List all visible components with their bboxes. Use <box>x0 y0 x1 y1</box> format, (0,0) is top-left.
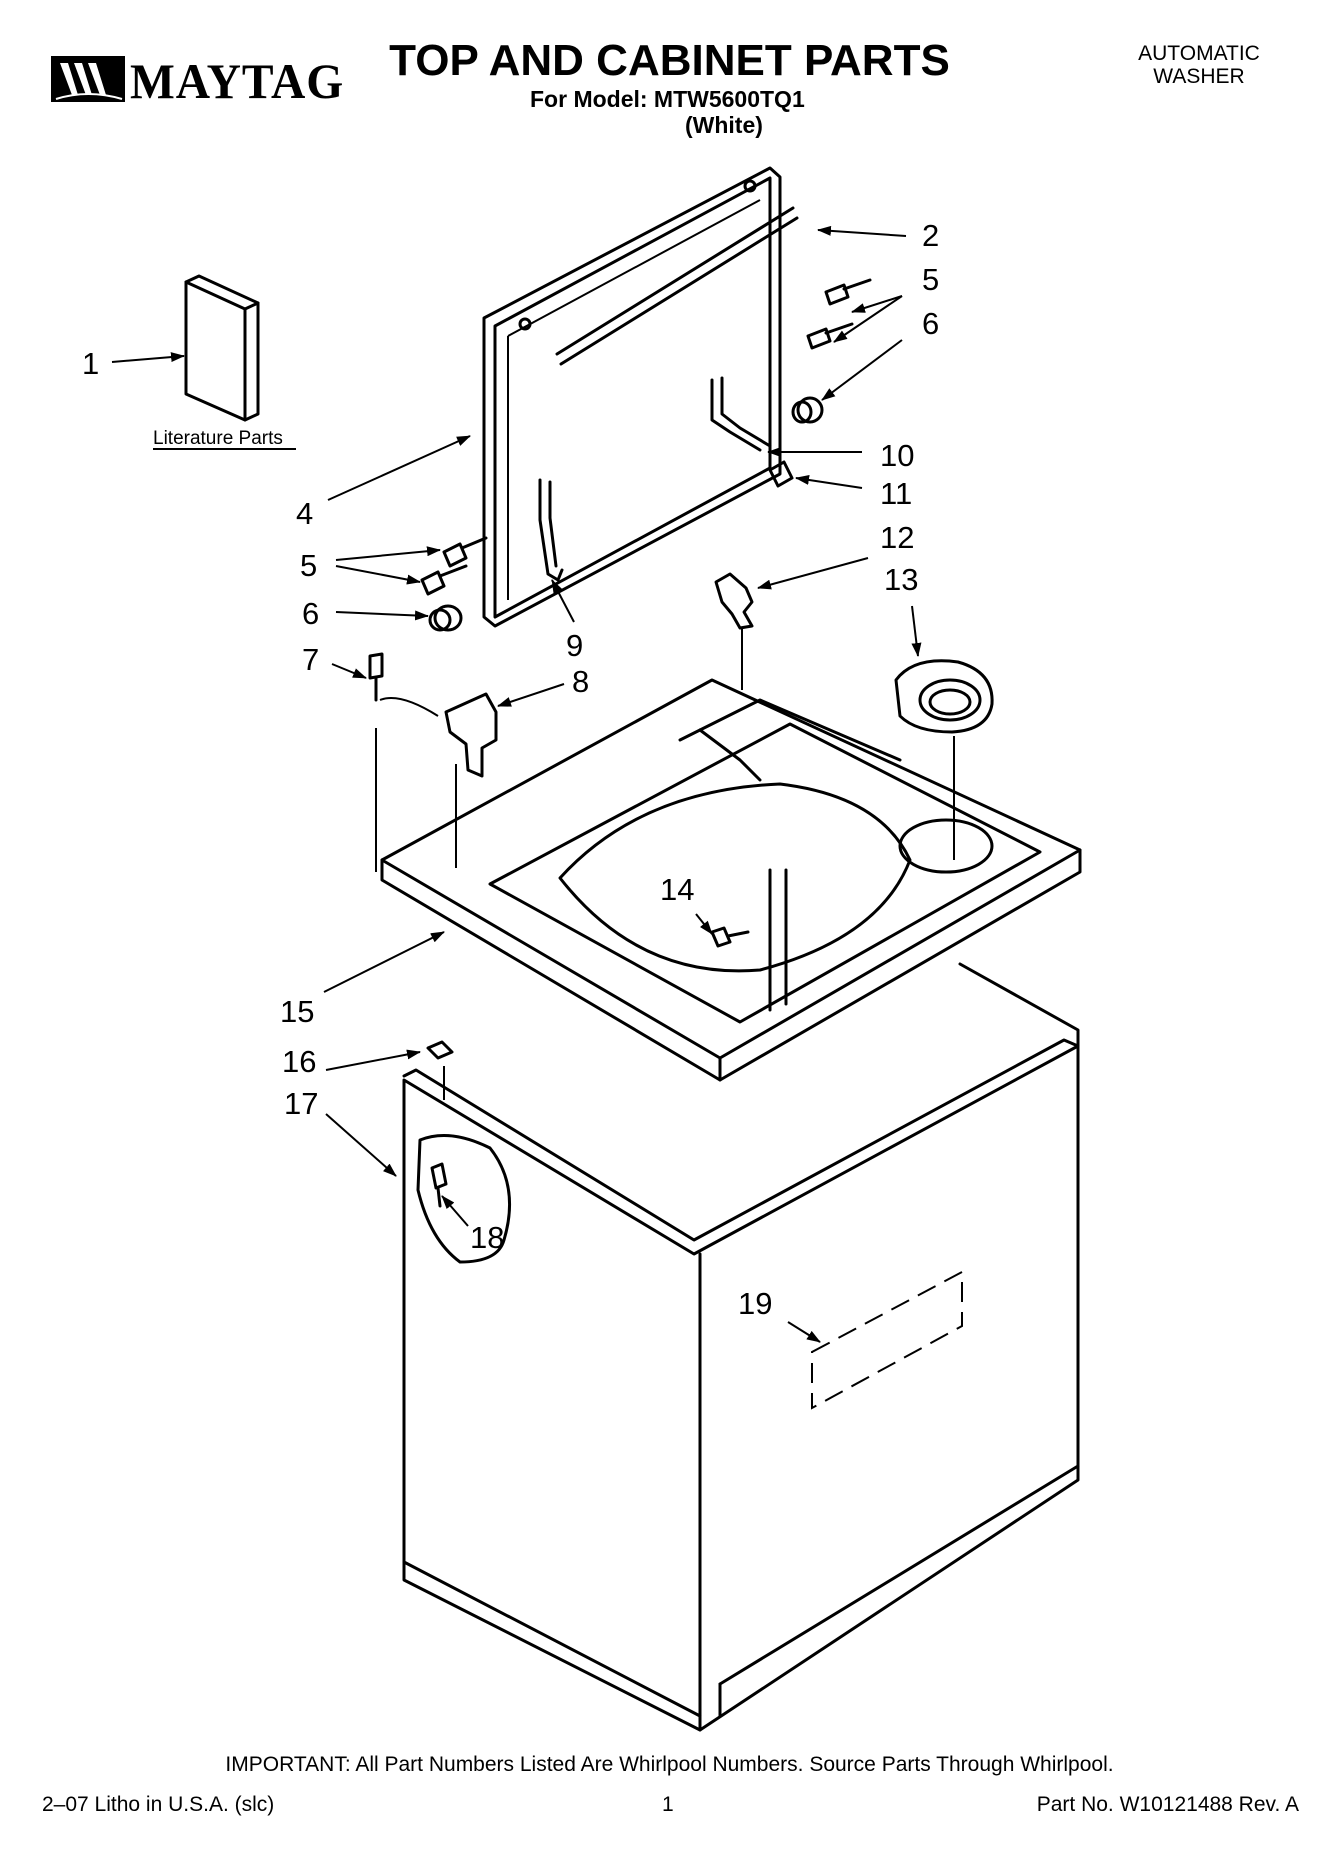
cabinet-clip <box>426 1040 454 1060</box>
callout-15: 15 <box>280 994 314 1029</box>
hinge-screw-right-upper <box>824 278 872 306</box>
switch-screw <box>368 652 384 702</box>
model-number: For Model: MTW5600TQ1 <box>530 86 805 112</box>
top-panel-screw <box>710 926 750 948</box>
lid-switch <box>379 692 498 778</box>
callout-9: 9 <box>566 628 583 663</box>
page-title: TOP AND CABINET PARTS <box>389 36 950 85</box>
dispenser-cup <box>894 659 994 734</box>
bumper <box>768 460 794 488</box>
product-type: AUTOMATIC WASHER <box>1119 42 1279 88</box>
callout-16: 16 <box>282 1044 316 1079</box>
model-color: (White) <box>685 112 763 138</box>
callout-6-left: 6 <box>302 596 319 631</box>
callout-13: 13 <box>884 562 918 597</box>
product-type-line-2: WASHER <box>1153 65 1245 88</box>
hinge-clip <box>714 572 754 630</box>
callout-8: 8 <box>572 664 589 699</box>
grommet-left <box>428 604 463 632</box>
callout-5-right: 5 <box>922 262 939 297</box>
hinge-screw-left-upper <box>442 536 488 568</box>
grommet-right <box>791 396 824 424</box>
maytag-logo-icon <box>51 56 125 102</box>
callout-1: 1 <box>82 346 99 381</box>
callout-2: 2 <box>922 218 939 253</box>
callout-18: 18 <box>470 1220 504 1255</box>
top-panel <box>380 678 1082 1082</box>
callout-arrows <box>111 225 922 1343</box>
callout-19: 19 <box>738 1286 772 1321</box>
callout-17: 17 <box>284 1086 318 1121</box>
footer-part-number: Part No. W10121488 Rev. A <box>1036 1793 1299 1816</box>
callout-12: 12 <box>880 520 914 555</box>
hinge-screw-left-lower <box>420 564 468 596</box>
footer-important-note: IMPORTANT: All Part Numbers Listed Are W… <box>225 1753 1114 1776</box>
lid-assembly <box>482 166 799 628</box>
callout-4: 4 <box>296 496 313 531</box>
callout-5-left: 5 <box>300 548 317 583</box>
literature-parts-label: Literature Parts <box>153 428 283 449</box>
callout-6-right: 6 <box>922 306 939 341</box>
callout-14: 14 <box>660 872 694 907</box>
callout-11: 11 <box>880 476 912 511</box>
literature-booklet <box>184 274 260 422</box>
brand-wordmark: MAYTAG <box>130 53 345 109</box>
callout-10: 10 <box>880 438 914 473</box>
cabinet <box>402 962 1080 1732</box>
page-number: 1 <box>662 1793 674 1816</box>
product-type-line-1: AUTOMATIC <box>1138 42 1260 65</box>
hinge-screw-right-lower <box>806 322 854 350</box>
callout-7: 7 <box>302 642 319 677</box>
footer-litho: 2–07 Litho in U.S.A. (slc) <box>42 1793 275 1816</box>
